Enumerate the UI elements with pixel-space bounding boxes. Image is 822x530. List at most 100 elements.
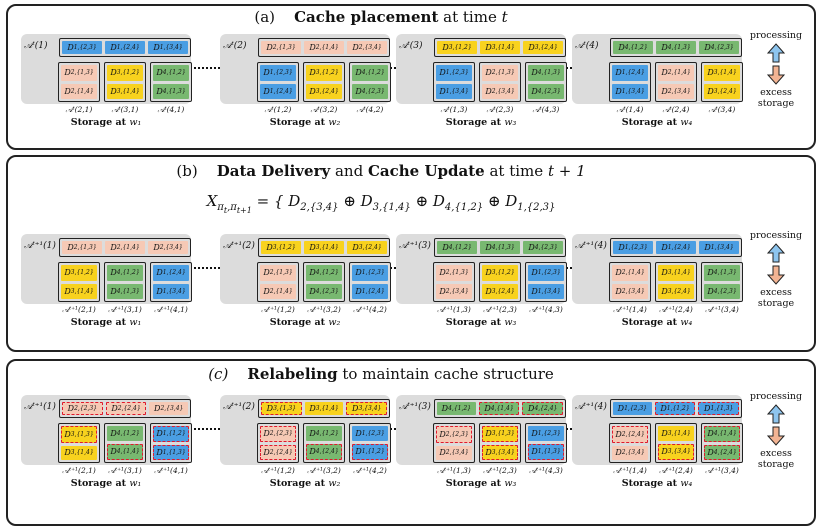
processing-set-label: 𝒜ᵗ(1) xyxy=(24,41,48,51)
storage-set-label: 𝒜ᵗ(4,2) xyxy=(356,105,384,114)
storage-set-label: 𝒜ᵗ(1,4) xyxy=(616,105,644,114)
up-arrow-icon xyxy=(767,43,785,63)
storage-caption: Storage at w₁ xyxy=(70,478,142,489)
storage-set-label: 𝒜ᵗ(1,3) xyxy=(440,105,468,114)
storage-caption: Storage at w₃ xyxy=(445,317,517,328)
legend-processing-label: processing xyxy=(749,230,803,241)
storage-set-label: 𝒜ᵗ⁺¹(1,3) xyxy=(437,466,471,475)
storage-caption: Storage at w₃ xyxy=(445,117,517,128)
up-arrow-icon xyxy=(767,243,785,263)
storage-set-label: 𝒜ᵗ⁺¹(1,2) xyxy=(261,305,295,314)
down-arrow-icon xyxy=(767,265,785,285)
storage-set-label: 𝒜ᵗ⁺¹(3,4) xyxy=(705,466,739,475)
storage-set-label: 𝒜ᵗ⁺¹(1,3) xyxy=(437,305,471,314)
down-arrow-icon xyxy=(767,426,785,446)
processing-set-label: 𝒜ᵗ⁺¹(3) xyxy=(399,402,431,412)
processing-set-label: 𝒜ᵗ⁺¹(4) xyxy=(575,402,607,412)
storage-set-label: 𝒜ᵗ⁺¹(1,2) xyxy=(261,466,295,475)
panel-title: (b) Data Delivery and Cache Update at ti… xyxy=(176,162,586,180)
processing-set-label: 𝒜ᵗ(2) xyxy=(223,41,247,51)
storage-set-label: 𝒜ᵗ(2,1) xyxy=(65,105,93,114)
storage-set-label: 𝒜ᵗ⁺¹(2,3) xyxy=(483,466,517,475)
coded-delivery-formula: Xπt,πt+1 = { D2,{3,4} ⊕ D3,{1,4} ⊕ D4,{1… xyxy=(206,192,556,215)
storage-set-label: 𝒜ᵗ⁺¹(1,4) xyxy=(613,466,647,475)
processing-set-label: 𝒜ᵗ⁺¹(1) xyxy=(24,402,56,412)
